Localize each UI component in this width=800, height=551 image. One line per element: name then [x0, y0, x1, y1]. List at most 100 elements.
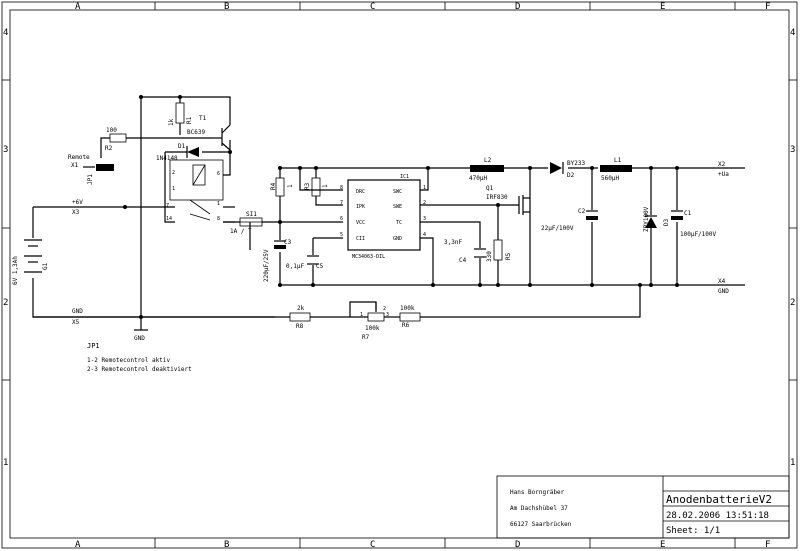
- ic-pin-swc: SWC: [393, 189, 402, 195]
- r6-ref: R6: [402, 322, 410, 329]
- l2-ref: L2: [484, 157, 492, 164]
- inductor-l1: L1 560µH: [600, 157, 632, 182]
- tb-street: Am Dachshübel 37: [510, 505, 568, 512]
- capacitor-c2: C2 22µF/100V: [541, 208, 598, 232]
- resistor-r1: 1k R1: [168, 102, 193, 126]
- si1-ref: SI1: [246, 211, 257, 218]
- si1-value: 1A / T: [230, 228, 252, 235]
- row-label-1-right: 1: [790, 458, 795, 468]
- junctions: [123, 95, 679, 319]
- plus6v-label: +6V: [72, 199, 83, 206]
- c3-value: 220µF/25V: [263, 249, 270, 282]
- row-label-3-right: 3: [790, 145, 795, 155]
- col-label-c-top: C: [370, 2, 375, 12]
- row-label-2-left: 2: [3, 298, 8, 308]
- jp1-ref: JP1: [87, 174, 94, 185]
- row-label-2-right: 2: [790, 298, 795, 308]
- t1-ref: T1: [199, 115, 207, 122]
- wires: [32, 96, 745, 325]
- row-label-4-right: 4: [790, 28, 795, 38]
- jumper-jp1: Remote X1 JP1: [68, 154, 114, 185]
- r2-ref: R2: [105, 145, 113, 152]
- relay-pin-6: 6: [217, 171, 220, 177]
- ic-pin-num-1: 1: [423, 185, 426, 191]
- capacitor-c5: 0,1µF C5: [286, 255, 324, 270]
- r7-pin-2: 2: [383, 306, 386, 312]
- l1-ref: L1: [614, 157, 622, 164]
- r3-ref: R3: [304, 182, 311, 190]
- r8-ref: R8: [296, 323, 304, 330]
- c5-ref: C5: [316, 263, 324, 270]
- inner-frame: [9, 9, 790, 539]
- row-label-3-left: 3: [3, 145, 8, 155]
- x3-ref: X3: [72, 209, 80, 216]
- d2-ref: D2: [567, 172, 575, 179]
- r6-value: 100k: [400, 305, 415, 312]
- col-label-b-top: B: [224, 2, 229, 12]
- c5-value: 0,1µF: [286, 263, 304, 270]
- ic-ic1: IC1 MC34063-DIL DRC IPK VCC CII SWC SWE …: [340, 174, 426, 260]
- col-label-d-top: D: [515, 2, 520, 12]
- resistor-r2: 100 R2: [105, 127, 127, 152]
- out-gnd-label: GND: [718, 288, 729, 295]
- x2-ref: X2: [718, 161, 726, 168]
- c1-value: 100µF/100V: [680, 231, 717, 238]
- trimmer-r7: 1 2 3 100k R7: [360, 302, 389, 341]
- diode-d2: BY233 D2: [550, 160, 585, 179]
- resistor-r4: R4 1: [270, 177, 294, 197]
- notes-line2: 2-3 Remotecontrol deaktiviert: [87, 366, 192, 373]
- resistor-r3: R3 1: [304, 177, 329, 197]
- col-label-c-bottom: C: [370, 540, 375, 550]
- transistor-t1: T1 BC639: [187, 115, 231, 151]
- gnd-in-label: GND: [72, 308, 83, 315]
- ic-pin-num-8: 8: [340, 185, 343, 191]
- ic-pin-num-4: 4: [423, 232, 426, 238]
- row-label-1-left: 1: [3, 458, 8, 468]
- ic-pin-gnd: GND: [393, 236, 402, 242]
- col-label-e-bottom: E: [660, 540, 665, 550]
- l1-value: 560µH: [601, 175, 619, 182]
- row-label-4-left: 4: [3, 28, 8, 38]
- q1-value: IRF830: [486, 194, 508, 201]
- title-block: Hans Borngräber Am Dachshübel 37 66127 S…: [496, 475, 790, 539]
- g1-ref: G1: [42, 262, 49, 270]
- diode-d1: D1 1N4148: [156, 143, 199, 162]
- col-label-e-top: E: [660, 2, 665, 12]
- ic-pin-tc: TC: [396, 220, 402, 226]
- x5-ref: X5: [72, 319, 80, 326]
- relay-pin-7: 7: [166, 203, 169, 209]
- zener-d3: ZPY100V D3: [643, 206, 670, 232]
- d1-ref: D1: [178, 143, 186, 150]
- ic-pin-num-2: 2: [423, 200, 426, 206]
- battery-g1: 6V 1,3Ah G1: [12, 239, 49, 285]
- r7-ref: R7: [362, 334, 370, 341]
- c1-ref: C1: [684, 210, 692, 217]
- relay-pin-8: 8: [217, 216, 220, 222]
- x4-ref: X4: [718, 278, 726, 285]
- ic-pin-drc: DRC: [356, 189, 365, 195]
- tb-sheet: Sheet: 1/1: [666, 526, 720, 536]
- d3-ref: D3: [663, 218, 670, 226]
- d1-value: 1N4148: [156, 155, 178, 162]
- resistor-r8: 2k R8: [289, 305, 311, 330]
- capacitor-c1: C1 100µF/100V: [671, 210, 717, 238]
- relay-k1: 2 1 6 7 14 1 8: [166, 164, 220, 222]
- tb-datetime: 28.02.2006 13:51:18: [666, 511, 769, 521]
- relay-pin-2: 2: [172, 170, 175, 176]
- r1-value: 1k: [168, 118, 175, 126]
- ground-symbol: GND: [134, 325, 148, 342]
- notes-line1: 1-2 Remotecontrol aktiv: [87, 357, 170, 364]
- r5-ref: R5: [505, 252, 512, 260]
- ic-pin-num-6: 6: [340, 216, 343, 222]
- ic-pin-swe: SWE: [393, 204, 402, 210]
- tb-author: Hans Borngräber: [510, 489, 565, 496]
- c4-value: 3,3nF: [444, 239, 462, 246]
- col-label-a-bottom: A: [75, 540, 81, 550]
- ic1-ref: IC1: [400, 174, 409, 180]
- r4-ref: R4: [270, 182, 277, 190]
- remote-label: Remote: [68, 154, 90, 161]
- d2-value: BY233: [567, 160, 585, 167]
